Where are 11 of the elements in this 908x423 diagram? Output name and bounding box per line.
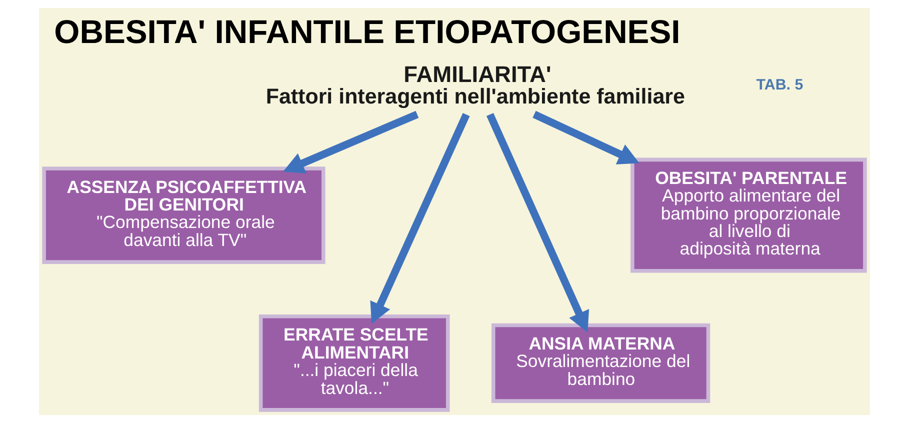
- label: TAB. 5: [756, 76, 803, 94]
- arrow: [370, 112, 470, 324]
- node-text: FAMILIARITA' Fattori interagenti nell'ambiente familiare: [265, 60, 684, 109]
- node-box: ERRATE SCELTE ALIMENTARI "...i piaceri della tavola...": [258, 314, 450, 412]
- arrow: [282, 110, 418, 174]
- node-box: OBESITA' PARENTALE Apporto alimentare del bambino proporzionale al livello di adiposità materna: [630, 158, 866, 273]
- diagram-title: OBESITA' INFANTILE ETIOPATOGENESI: [54, 13, 680, 50]
- arrow: [532, 110, 639, 164]
- arrow: [486, 112, 589, 332]
- node-box: ANSIA MATERNA Sovralimentazione del bambino: [490, 323, 710, 403]
- node-box: ASSENZA PSICOAFFETTIVA DEI GENITORI "Compensazione orale davanti alla TV": [42, 166, 325, 264]
